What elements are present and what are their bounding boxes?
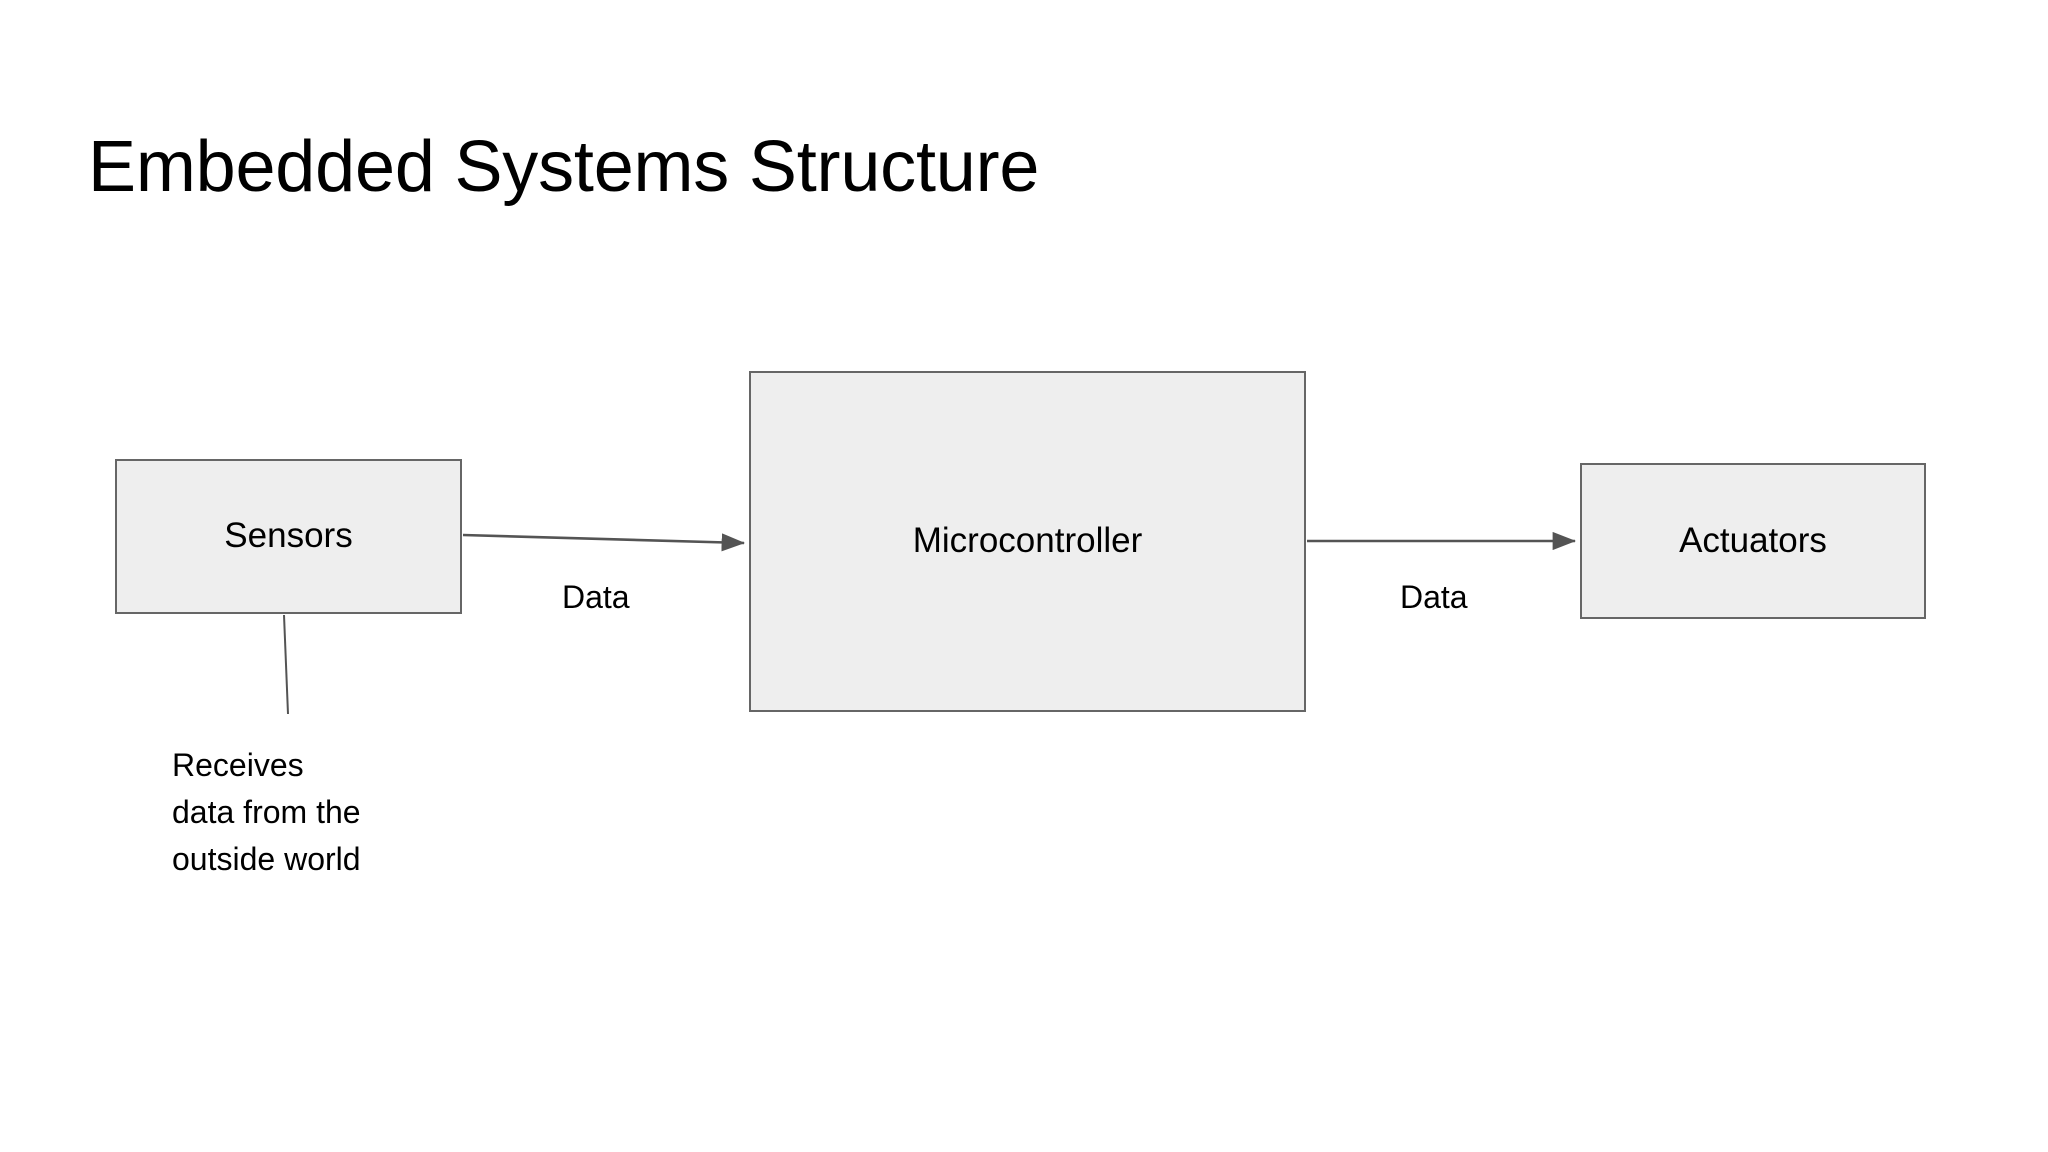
annotation-line-2: data from the bbox=[172, 794, 361, 830]
edge-label-sensors-to-microcontroller: Data bbox=[562, 579, 630, 615]
node-actuators[interactable]: Actuators bbox=[1580, 463, 1926, 619]
edge-sensors-to-microcontroller bbox=[462, 533, 746, 552]
annotation-leader-line bbox=[283, 614, 289, 715]
annotation-line-3: outside world bbox=[172, 841, 361, 877]
node-sensors[interactable]: Sensors bbox=[115, 459, 462, 614]
node-sensors-label: Sensors bbox=[224, 516, 353, 556]
annotation-line-1: Receives bbox=[172, 747, 304, 783]
page-title: Embedded Systems Structure bbox=[88, 127, 1040, 207]
node-actuators-label: Actuators bbox=[1679, 520, 1827, 560]
node-microcontroller[interactable]: Microcontroller bbox=[749, 371, 1306, 712]
annotation-sensors-note: Receives data from the outside world bbox=[172, 742, 462, 883]
node-microcontroller-label: Microcontroller bbox=[912, 521, 1143, 561]
edge-label-microcontroller-to-actuators: Data bbox=[1400, 579, 1468, 615]
